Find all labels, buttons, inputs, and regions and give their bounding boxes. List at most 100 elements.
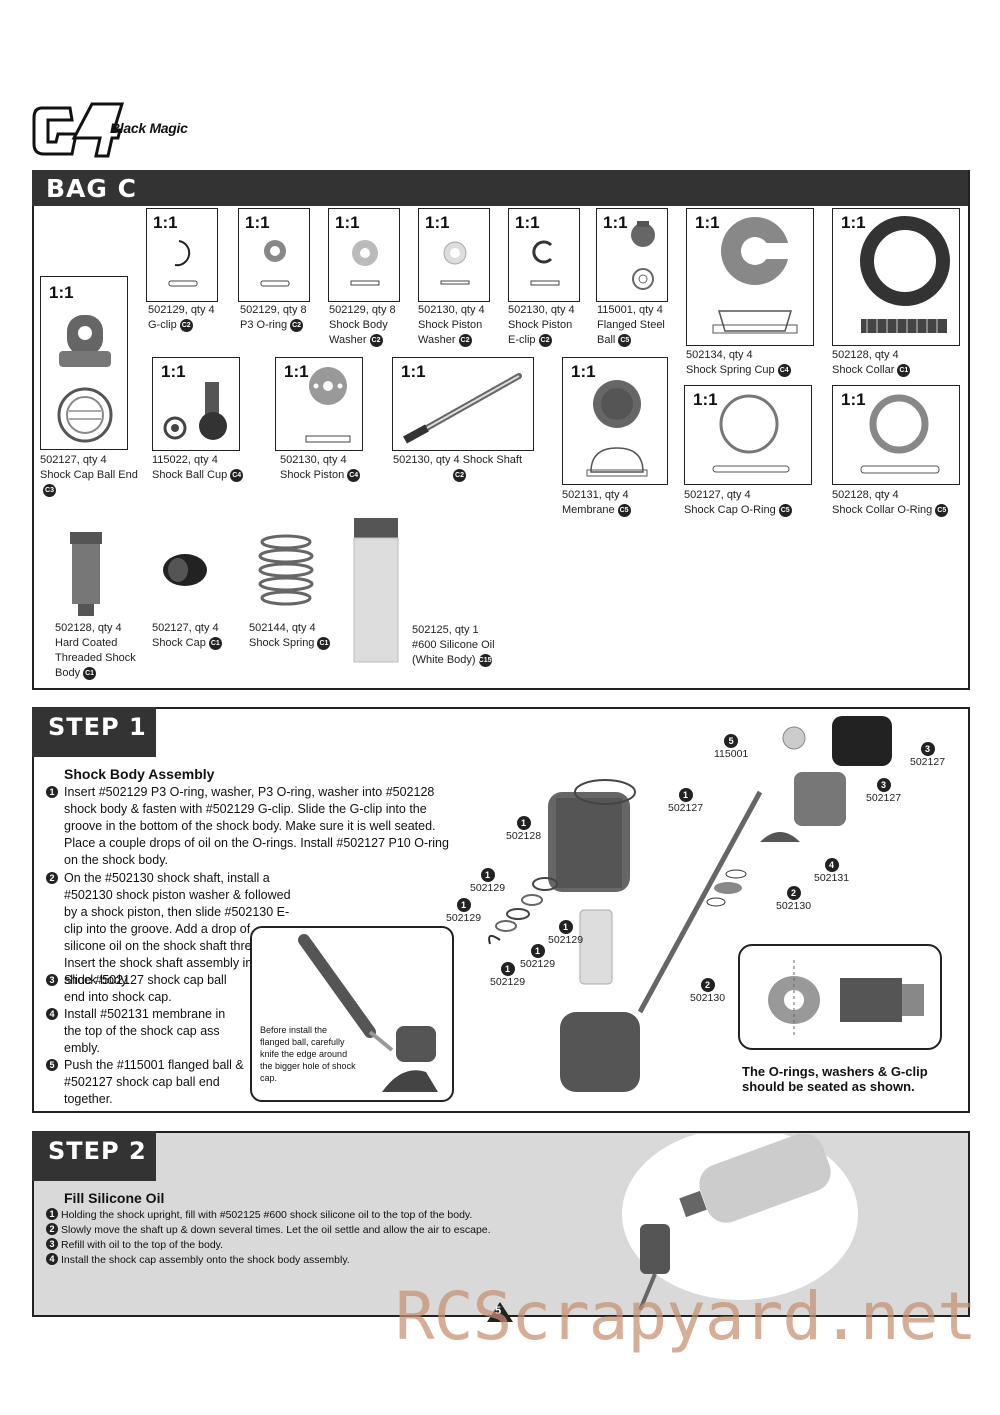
- ball-cup-icon: [163, 382, 227, 440]
- part-box-shock-collar: 1:1: [832, 208, 960, 346]
- shock-piston-icon: [305, 367, 351, 443]
- scale-label: 1:1: [425, 213, 450, 232]
- part-box-shock-piston: 1:1: [275, 357, 363, 451]
- part-box-collar-oring: 1:1: [832, 385, 960, 485]
- cap-ball-end-icon: [57, 315, 113, 443]
- g-clip-icon: [168, 240, 198, 287]
- threaded-shock-body-icon: [70, 532, 102, 616]
- shock-shaft-icon: [403, 373, 522, 444]
- part-box-cap-ball-end: 1:1: [40, 276, 128, 450]
- part-box-spring-cup: 1:1: [686, 208, 814, 346]
- washer-icon: [350, 240, 380, 286]
- part-caption-shock-body: 502128, qty 4 Hard Coated Threaded Shock…: [55, 622, 136, 680]
- o-ring-icon: [860, 394, 940, 474]
- seated-caption: The O-rings, washers & G-clip should be …: [742, 1064, 928, 1094]
- shock-exploded-diagram: [488, 716, 892, 1092]
- part-box-e-clip: 1:1: [508, 208, 580, 302]
- part-box-ball-cup: 1:1: [152, 357, 240, 451]
- logo-subtitle: Black Magic: [110, 120, 188, 136]
- scale-label: 1:1: [245, 213, 270, 232]
- membrane-icon: [586, 380, 648, 477]
- washer-icon: [440, 241, 470, 285]
- bag-c-header: [32, 170, 968, 206]
- e-clip-icon: [530, 240, 560, 286]
- knife-tip-text: Before install the flanged ball, careful…: [260, 1025, 356, 1083]
- g4-logo: [30, 100, 190, 162]
- seated-inset: [738, 944, 942, 1050]
- scale-label: 1:1: [693, 390, 718, 409]
- step-1-title: Shock Body Assembly: [64, 766, 215, 782]
- scale-label: 1:1: [153, 213, 178, 232]
- bag-c-title: BAG C: [46, 174, 137, 203]
- part-caption-cap-ball-end: 502127, qty 4 Shock Cap Ball EndC3: [40, 453, 150, 498]
- scale-label: 1:1: [335, 213, 360, 232]
- scale-label: 1:1: [161, 362, 186, 381]
- flanged-ball-icon: [631, 221, 655, 290]
- knife-tip-inset: Before install the flanged ball, careful…: [250, 926, 454, 1102]
- scale-label: 1:1: [841, 213, 866, 232]
- silicone-oil-bottle-icon: [353, 518, 399, 663]
- page-number: 5: [495, 1305, 502, 1317]
- watermark: RCScrapyard.net: [395, 1278, 977, 1355]
- step-1-panel: [32, 707, 970, 1113]
- o-ring-icon: [260, 240, 290, 287]
- part-box-shock-body-washer: 1:1: [328, 208, 400, 302]
- part-box-shock-shaft: 1:1: [392, 357, 534, 451]
- shock-cap-icon: [163, 554, 207, 586]
- page-number-marker-icon: [487, 1302, 513, 1322]
- scale-label: 1:1: [841, 390, 866, 409]
- step-2-tab: STEP 2: [32, 1131, 156, 1181]
- hobby-knife-icon: [298, 934, 438, 1092]
- scale-label: 1:1: [515, 213, 540, 232]
- part-box-piston-washer: 1:1: [418, 208, 490, 302]
- part-box-g-clip: 1:1: [146, 208, 218, 302]
- step-2-title: Fill Silicone Oil: [64, 1190, 165, 1206]
- part-caption-shock-shaft: 502130, qty 4 Shock Shaft C2: [393, 453, 543, 483]
- step-1-tab: STEP 1: [32, 707, 156, 757]
- o-ring-icon: [712, 394, 790, 473]
- scale-label: 1:1: [49, 283, 74, 302]
- scale-label: 1:1: [695, 213, 720, 232]
- seated-parts-icon: [768, 960, 924, 1036]
- oil-filling-illustration: [622, 1134, 858, 1310]
- scale-label: 1:1: [284, 362, 309, 381]
- shock-collar-icon: [860, 216, 950, 333]
- shock-spring-icon: [258, 534, 314, 606]
- scale-label: 1:1: [571, 362, 596, 381]
- part-box-p3-oring: 1:1: [238, 208, 310, 302]
